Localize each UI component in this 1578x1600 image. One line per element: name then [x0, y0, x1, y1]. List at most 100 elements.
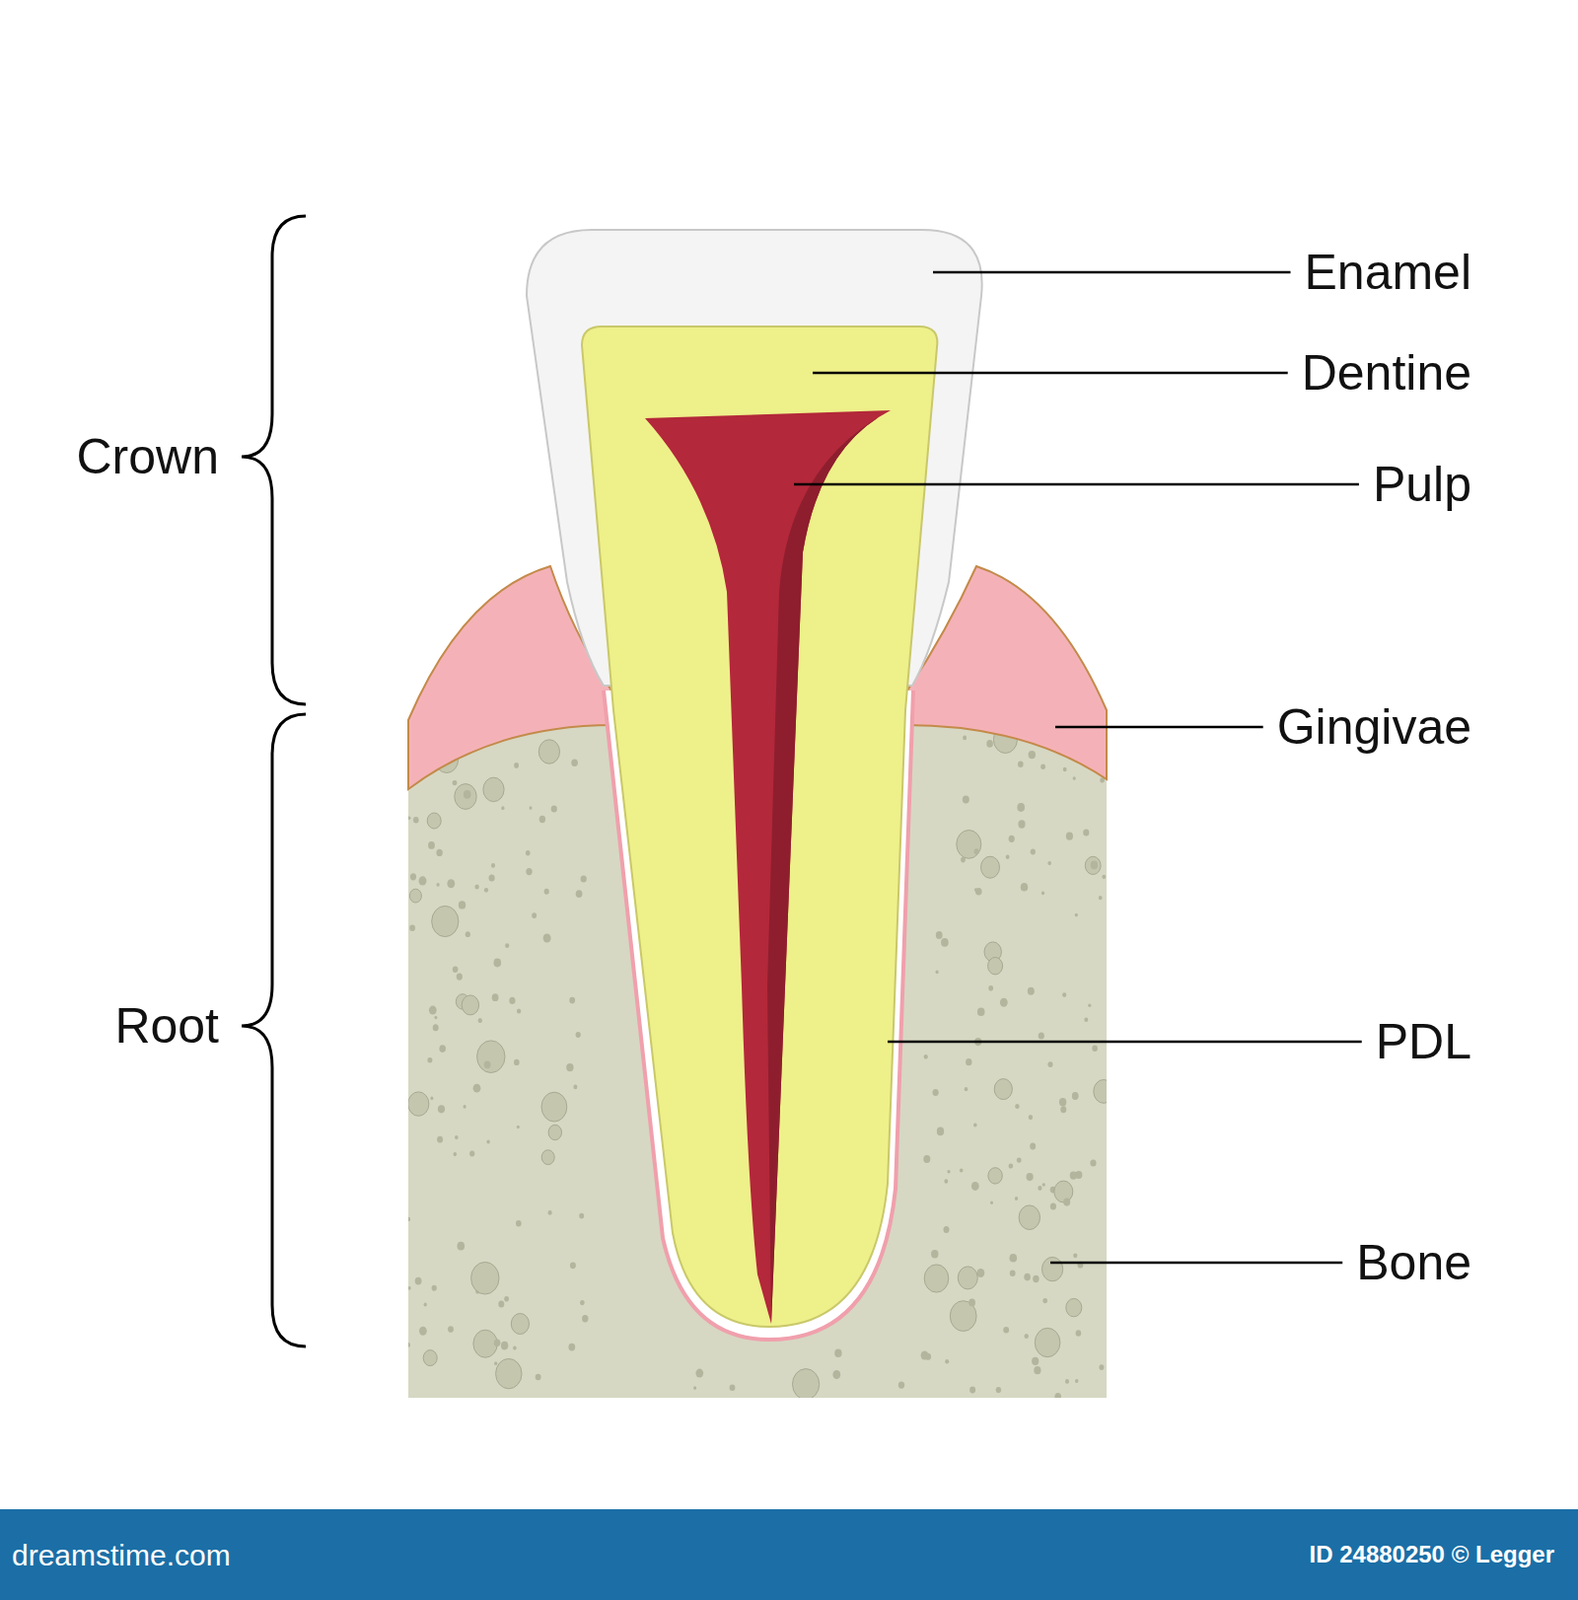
bone-pore	[932, 1088, 939, 1096]
bone-pore	[409, 925, 416, 933]
part-label: Enamel	[1303, 245, 1472, 300]
bone-pore	[1020, 882, 1028, 892]
bone-pore	[962, 795, 970, 804]
bone-pore	[695, 1368, 704, 1378]
bone-pore	[474, 884, 479, 890]
bone-pore	[1047, 860, 1052, 865]
bone-pore	[1042, 1256, 1064, 1281]
bone-pore	[544, 888, 550, 895]
leader-line	[887, 1040, 1363, 1044]
bone-pore	[1009, 1253, 1018, 1263]
part-label: Gingivae	[1277, 700, 1472, 755]
bone-pore	[446, 878, 455, 888]
bone-pore	[946, 1169, 950, 1174]
bone-pore	[406, 1217, 411, 1221]
bone-pore	[447, 1325, 454, 1333]
bone-pore	[1091, 1045, 1098, 1052]
pulp-shade	[767, 410, 891, 1324]
bone-pore	[452, 780, 458, 786]
bone-pore	[1033, 1365, 1041, 1374]
bone-pore	[515, 1219, 522, 1226]
bone-pore	[923, 1154, 931, 1163]
bone-pore	[427, 812, 441, 829]
part-label: Dentine	[1301, 346, 1472, 401]
bone-pore	[413, 816, 420, 824]
bone-pore	[503, 1295, 509, 1302]
bone-pore	[898, 1380, 905, 1388]
part-label: Bone	[1356, 1235, 1472, 1291]
bone-pore	[1027, 987, 1035, 996]
bone-pore	[575, 1031, 581, 1038]
bone-pore	[1026, 1172, 1034, 1181]
bone-pore	[974, 848, 980, 855]
part-label: Pulp	[1372, 457, 1472, 512]
pulp	[645, 410, 891, 1324]
bone-pore	[1024, 1333, 1029, 1339]
bone-pore	[957, 1266, 978, 1290]
bone-pore	[406, 1342, 411, 1348]
bone-pore	[729, 1384, 736, 1392]
bone-pore	[1063, 767, 1068, 772]
credit-bar: dreamstime.comID 24880250 © Legger	[0, 1508, 1578, 1600]
bone-pore	[423, 1350, 437, 1366]
bone-pore	[968, 1298, 976, 1307]
bone-pore	[1093, 1079, 1115, 1104]
bone-pore	[548, 1210, 553, 1216]
bone-pore	[1009, 1269, 1016, 1277]
bone-pore	[491, 862, 496, 868]
bone-pore	[1060, 1105, 1067, 1113]
bone-pore	[1066, 832, 1074, 841]
bone-pore	[494, 1361, 498, 1365]
bone-pore	[525, 850, 531, 856]
crown-brace	[241, 215, 306, 705]
bone-pore	[1041, 891, 1045, 896]
bone-pore	[438, 1044, 446, 1053]
bone-pore	[1082, 828, 1089, 836]
bone-pore	[501, 1341, 508, 1351]
bone-pore	[566, 1063, 574, 1072]
bone-pore	[936, 1127, 944, 1137]
bone-pore	[1063, 1198, 1071, 1207]
bone-pore	[981, 856, 1001, 878]
bone-pore	[935, 970, 939, 975]
bone-pore	[1075, 1170, 1082, 1179]
bone-pore	[1017, 761, 1024, 768]
bone-pore	[1083, 1016, 1088, 1022]
bone-pore	[516, 1008, 521, 1014]
bone-pore	[1059, 1097, 1067, 1106]
part-label: PDL	[1375, 1014, 1472, 1070]
bone-pore	[575, 889, 583, 898]
bone-pore	[569, 997, 575, 1005]
bone-pore	[432, 1023, 439, 1031]
bone-pore	[543, 932, 552, 942]
bone-pore	[832, 1369, 841, 1379]
bone-pore	[1029, 1143, 1036, 1150]
bone-pore	[436, 1136, 443, 1144]
bone-pore	[1023, 1273, 1031, 1282]
bone-pore	[943, 1225, 950, 1233]
bone-pore	[693, 1385, 697, 1390]
bone-pore	[529, 805, 533, 810]
bone-pore	[1066, 1297, 1082, 1316]
bone-pore	[548, 1124, 562, 1140]
bone-pore	[580, 875, 587, 883]
bone-pore	[571, 759, 578, 768]
bone-pore	[427, 1057, 432, 1064]
bone-pore	[1005, 855, 1010, 860]
bone-pore	[551, 805, 558, 813]
bone-pore	[494, 958, 503, 968]
bone-pore	[535, 1373, 542, 1381]
bone-pore	[539, 815, 546, 823]
bone-pore	[940, 937, 949, 947]
leader-line	[1050, 1261, 1343, 1265]
bone-pore	[463, 789, 472, 799]
bone-pore	[568, 1343, 575, 1352]
bone-pore	[538, 739, 560, 764]
bone-pore	[477, 1040, 505, 1074]
bone-pore	[988, 1167, 1003, 1184]
root-brace	[241, 714, 306, 1347]
bone-pore	[570, 1261, 576, 1269]
bone-pore	[990, 1200, 994, 1205]
bone-pore	[531, 912, 537, 919]
bone-pore	[988, 957, 1004, 975]
